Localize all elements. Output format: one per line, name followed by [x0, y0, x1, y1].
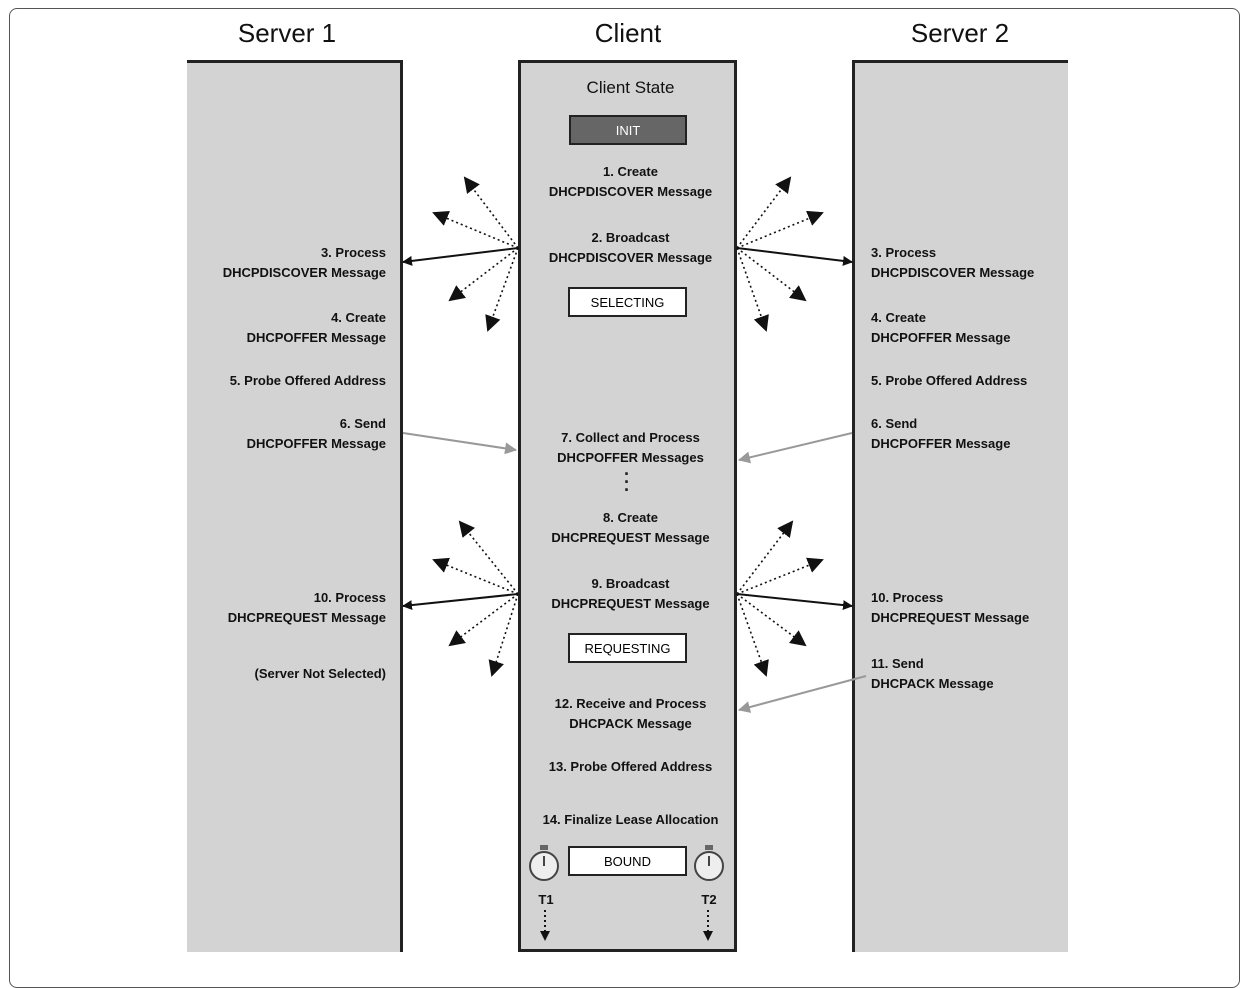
discover-broadcast-right [736, 176, 853, 332]
server1-lane [187, 60, 403, 952]
ack-arrow [738, 675, 867, 713]
request-broadcast-right [736, 520, 853, 677]
client-title: Client [594, 18, 662, 48]
timer-t2-icon [694, 845, 724, 881]
server2-title: Server 2 [910, 18, 1010, 48]
state-requesting: REQUESTING [568, 633, 687, 663]
discover-broadcast-left [402, 176, 519, 332]
continuation-dots: ··· [624, 464, 630, 500]
timer-t1-label: T1 [538, 892, 554, 907]
server1-step-5: 5. Probe Offered Address [229, 373, 386, 388]
client-state-heading: Client State [586, 78, 675, 97]
offer-arrow-right [738, 432, 853, 464]
client-step-14: 14. Finalize Lease Allocation [542, 812, 719, 827]
request-broadcast-left [402, 520, 519, 677]
server1-not-selected: (Server Not Selected) [254, 666, 387, 681]
timer-t2-label: T2 [701, 892, 717, 907]
timer-t1-icon [529, 845, 559, 881]
state-selecting: SELECTING [568, 287, 687, 317]
offer-arrow-left [402, 432, 517, 455]
client-lane [518, 60, 737, 952]
server2-lane [852, 60, 1068, 952]
state-init: INIT [569, 115, 687, 145]
state-bound: BOUND [568, 846, 687, 876]
server1-title: Server 1 [237, 18, 337, 48]
client-step-13: 13. Probe Offered Address [548, 759, 713, 774]
server2-step-5: 5. Probe Offered Address [871, 373, 1028, 388]
